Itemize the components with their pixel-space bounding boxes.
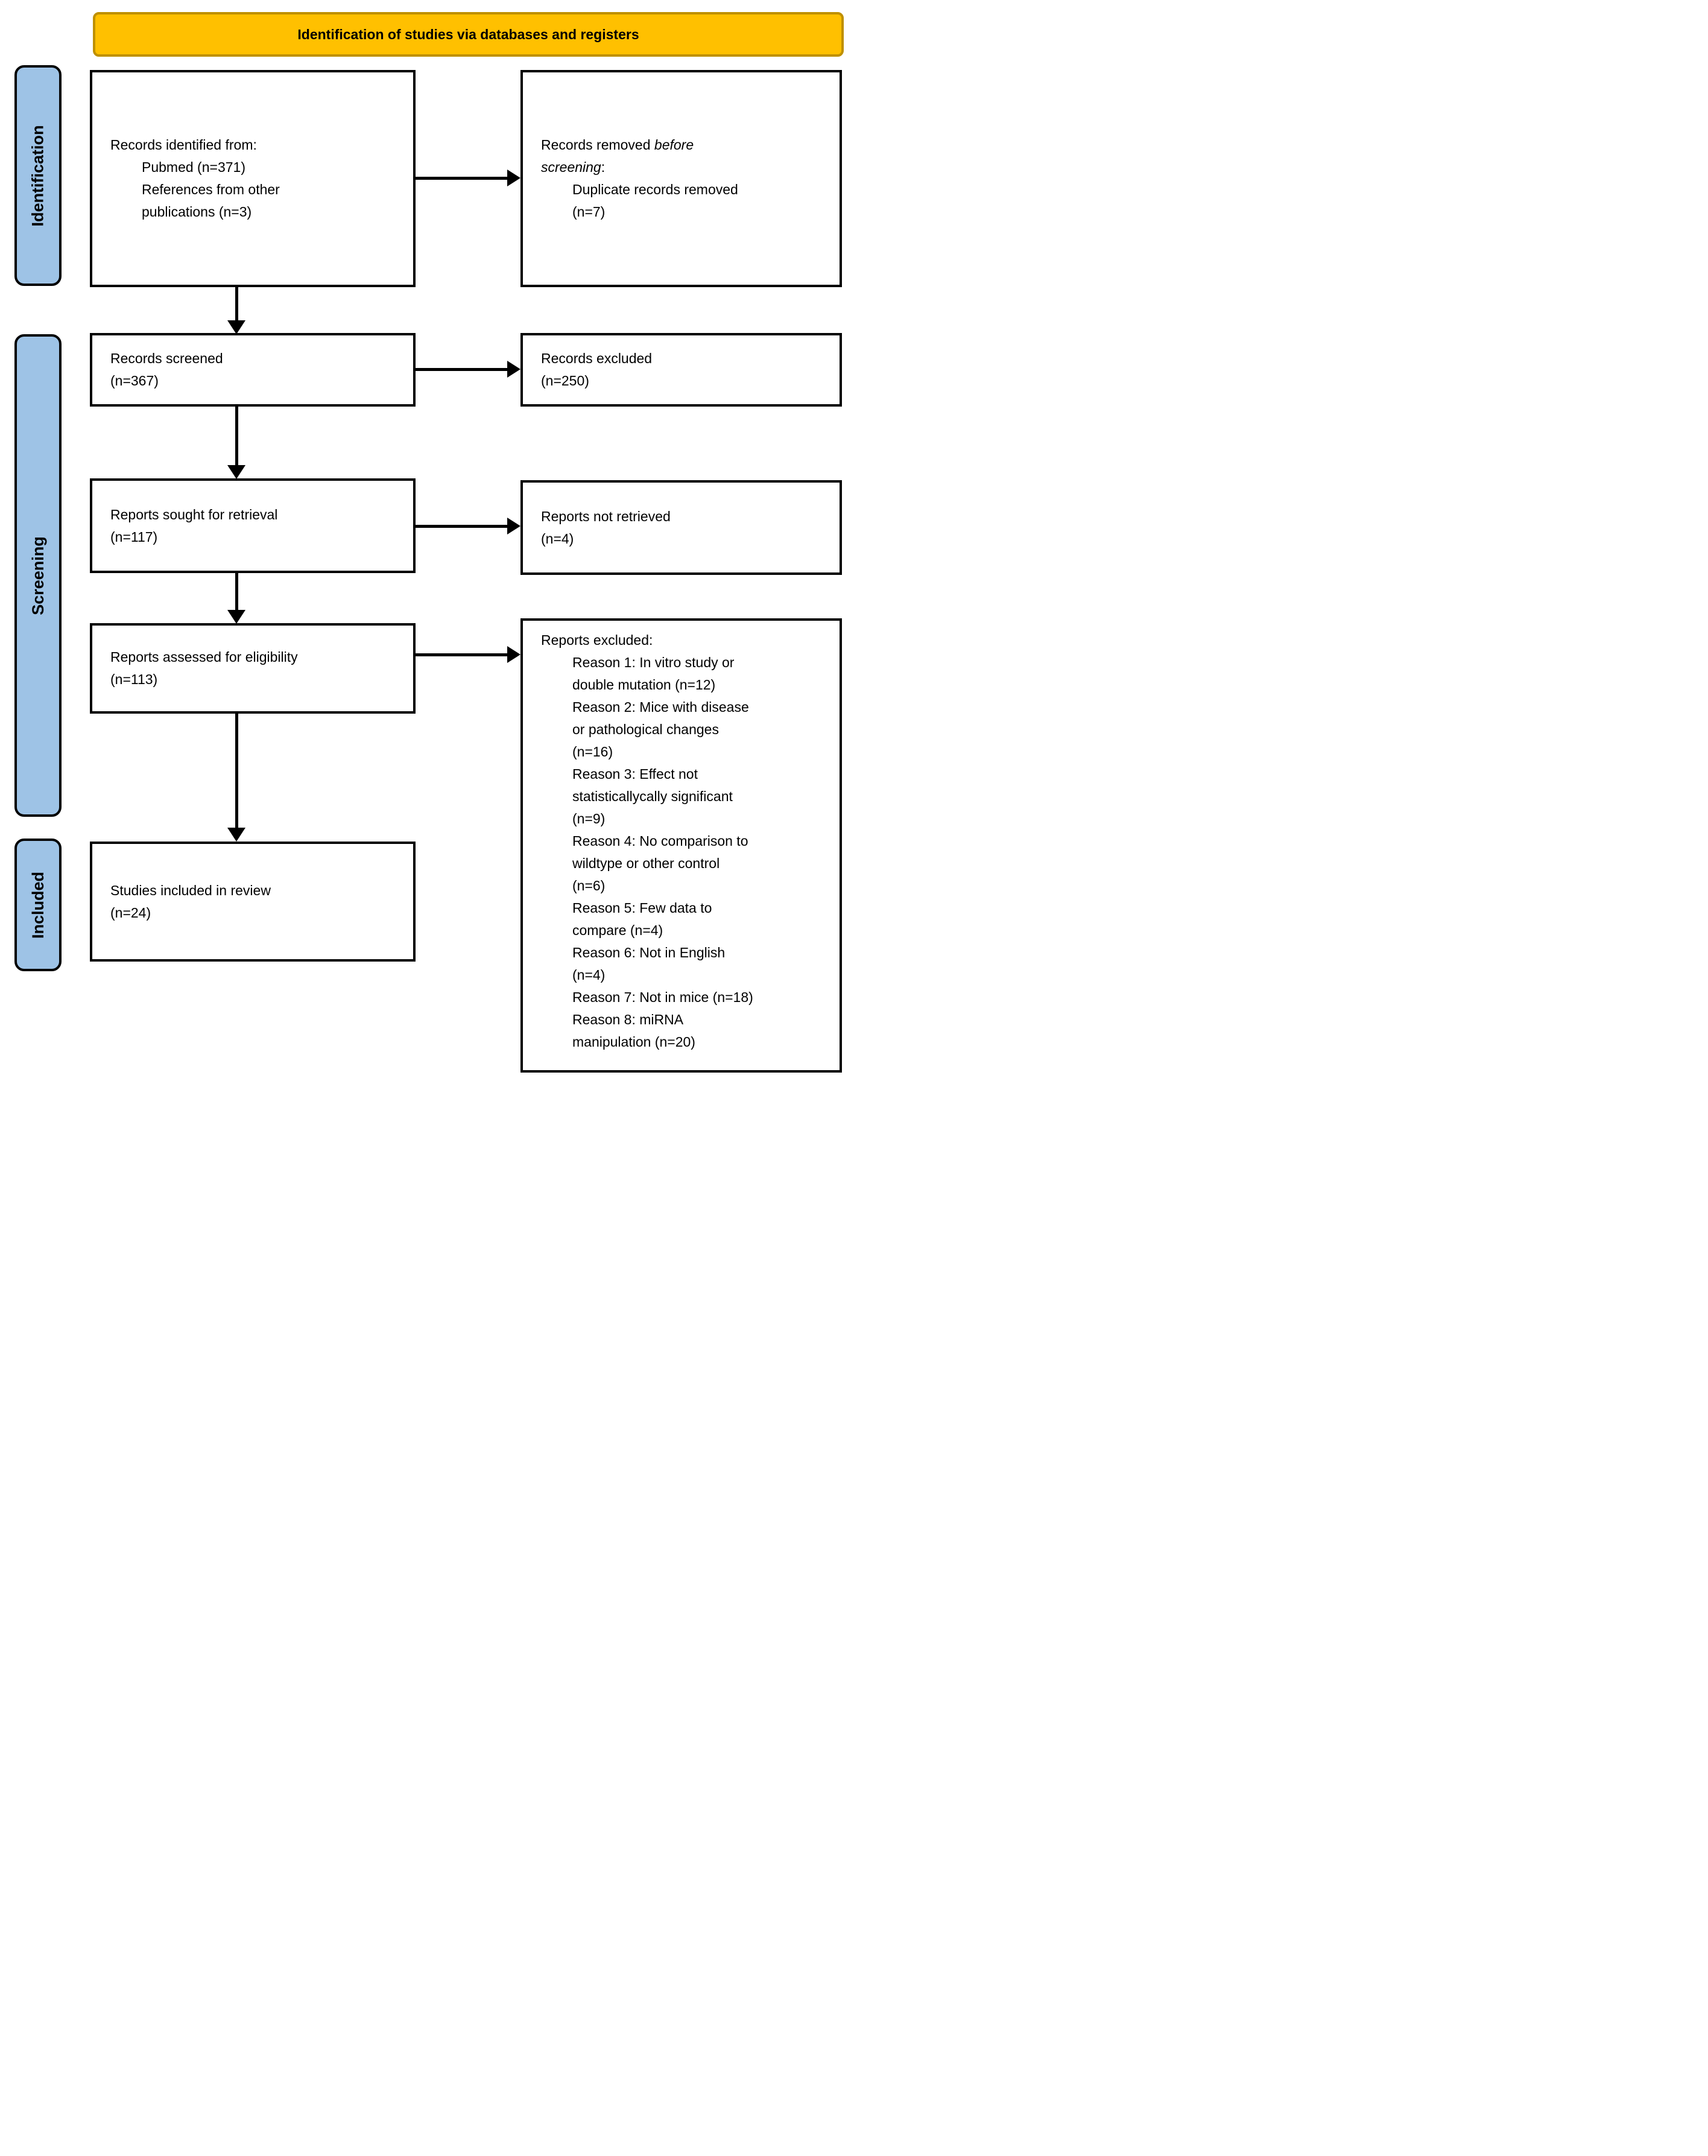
text-line: Records identified from: (110, 137, 257, 153)
arrow-head-icon (227, 610, 245, 624)
prisma-flow-diagram: Identification of studies via databases … (0, 0, 854, 1078)
text-line: Reason 6: Not in English (572, 945, 726, 960)
arrow-shaft (414, 525, 508, 528)
box-reports-excluded: Reports excluded: Reason 1: In vitro stud… (520, 618, 842, 1073)
text-line: Reports assessed for eligibility (110, 649, 298, 665)
text-line: Reason 4: No comparison to (572, 833, 748, 849)
text-line: screening: (541, 159, 606, 175)
box-reports-sought: Reports sought for retrieval (n=117) (90, 478, 416, 573)
arrow-shaft (235, 286, 238, 320)
text-line: (n=9) (572, 811, 606, 826)
text-line: wildtype or other control (572, 855, 720, 871)
diagram-title: Identification of studies via databases … (297, 26, 639, 42)
text-line: (n=7) (572, 204, 606, 220)
arrow-shaft (235, 405, 238, 466)
title-banner: Identification of studies via databases … (93, 12, 844, 57)
text-line: Reports not retrieved (541, 508, 671, 524)
text-line: Reason 1: In vitro study or (572, 655, 735, 670)
text-line: (n=113) (110, 671, 158, 687)
text-line: (n=16) (572, 744, 613, 759)
text-line: (n=117) (110, 528, 158, 545)
arrow-shaft (414, 653, 508, 656)
box-records-excluded: Records excluded (n=250) (520, 333, 842, 407)
arrow-shaft (235, 572, 238, 610)
text-line: Studies included in review (110, 882, 271, 898)
arrow-head-icon (227, 465, 245, 479)
box-reports-not-retrieved: Reports not retrieved (n=4) (520, 480, 842, 575)
stage-label-included-text: Included (28, 871, 47, 939)
text-line: Duplicate records removed (572, 182, 738, 197)
arrow-head-icon (507, 170, 520, 186)
text-line: Pubmed (n=371) (142, 159, 245, 175)
text-line: or pathological changes (572, 721, 719, 737)
arrow-head-icon (227, 828, 245, 842)
stage-label-identification: Identification (14, 65, 62, 286)
text-line: (n=24) (110, 904, 151, 921)
box-records-removed: Records removed before screening: Duplicat… (520, 70, 842, 287)
text-line: Reason 7: Not in mice (n=18) (572, 989, 753, 1005)
arrow-head-icon (507, 361, 520, 378)
stage-label-screening-text: Screening (28, 536, 47, 615)
text-line: (n=367) (110, 373, 159, 388)
box-reports-assessed: Reports assessed for eligibility (n=113) (90, 623, 416, 714)
text-line: Reason 8: miRNA (572, 1012, 684, 1027)
text-line: Reason 2: Mice with disease (572, 699, 749, 715)
text-line: References from other (142, 182, 280, 197)
text-line: Records excluded (541, 350, 653, 366)
arrow-shaft (235, 712, 238, 828)
text-line: manipulation (n=20) (572, 1034, 695, 1050)
stage-label-included: Included (14, 839, 62, 971)
text-line: double mutation (n=12) (572, 677, 716, 693)
arrow-shaft (414, 177, 508, 180)
box-records-identified: Records identified from: Pubmed (n=371) Re… (90, 70, 416, 287)
box-records-screened: Records screened (n=367) (90, 333, 416, 407)
text-line: Reason 5: Few data to (572, 900, 712, 916)
text-line: Reason 3: Effect not (572, 766, 698, 782)
text-line: (n=4) (572, 967, 606, 983)
arrow-head-icon (507, 518, 520, 534)
text-line: statisticallycally significant (572, 788, 733, 804)
arrow-shaft (414, 368, 508, 371)
text-line: (n=250) (541, 373, 589, 388)
arrow-head-icon (227, 320, 245, 334)
text-line: compare (n=4) (572, 922, 663, 938)
text-line: Records removed before (541, 137, 694, 153)
text-line: (n=4) (541, 530, 574, 547)
text-line: (n=6) (572, 878, 606, 893)
stage-label-screening: Screening (14, 334, 62, 817)
text-line: publications (n=3) (142, 204, 252, 220)
box-studies-included: Studies included in review (n=24) (90, 842, 416, 962)
text-line: Reports sought for retrieval (110, 506, 278, 522)
stage-label-identification-text: Identification (28, 125, 47, 226)
text-line: Reports excluded: (541, 632, 653, 648)
arrow-head-icon (507, 646, 520, 663)
text-line: Records screened (110, 350, 223, 366)
